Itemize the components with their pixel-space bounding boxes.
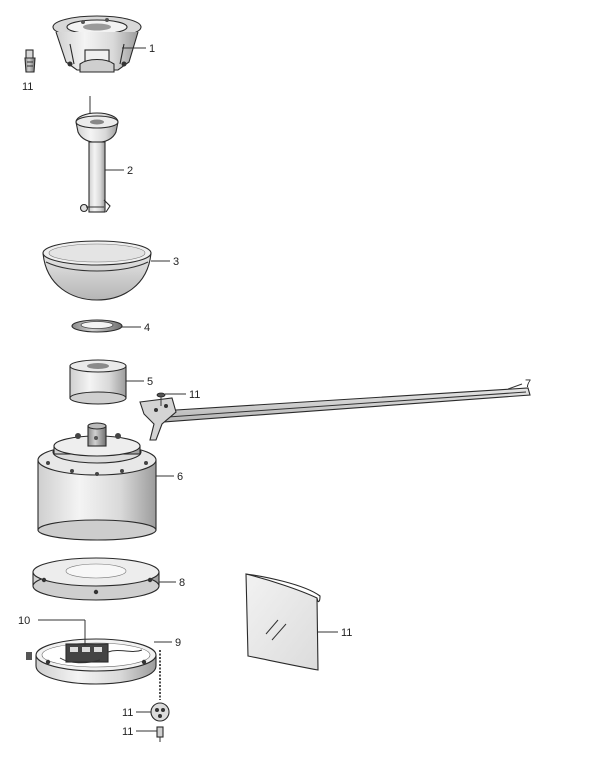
callout-11-hardware-bag: 11	[341, 627, 352, 639]
callout-3: 3	[173, 256, 179, 268]
downrod-assembly	[75, 96, 119, 213]
coupling-cover	[69, 359, 127, 405]
callout-5: 5	[147, 376, 153, 388]
coupling-ring	[71, 319, 123, 333]
switch-housing	[26, 638, 157, 685]
callout-11-wire-nut: 11	[22, 81, 33, 93]
callout-8: 8	[179, 577, 185, 589]
callout-11-fob: 11	[122, 707, 133, 719]
mounting-bracket	[52, 15, 142, 73]
pull-chain-fob	[150, 702, 170, 722]
motor-housing	[37, 422, 157, 541]
leader-lines	[38, 47, 523, 732]
wire-nut	[24, 49, 36, 73]
callout-1: 1	[149, 43, 155, 55]
callout-4: 4	[144, 322, 150, 334]
chain-connector	[156, 726, 164, 742]
blade-screw	[156, 392, 166, 406]
switch-housing-plate	[32, 557, 160, 601]
canopy	[42, 240, 152, 301]
callout-10: 10	[18, 615, 30, 627]
callout-11-blade-screw: 11	[189, 389, 200, 401]
fan-blade	[139, 387, 531, 441]
callout-11-connector: 11	[122, 726, 133, 738]
callout-6: 6	[177, 471, 183, 483]
callout-9: 9	[175, 637, 181, 649]
callout-2: 2	[127, 165, 133, 177]
callout-7: 7	[525, 378, 531, 390]
hardware-bag	[245, 573, 321, 671]
